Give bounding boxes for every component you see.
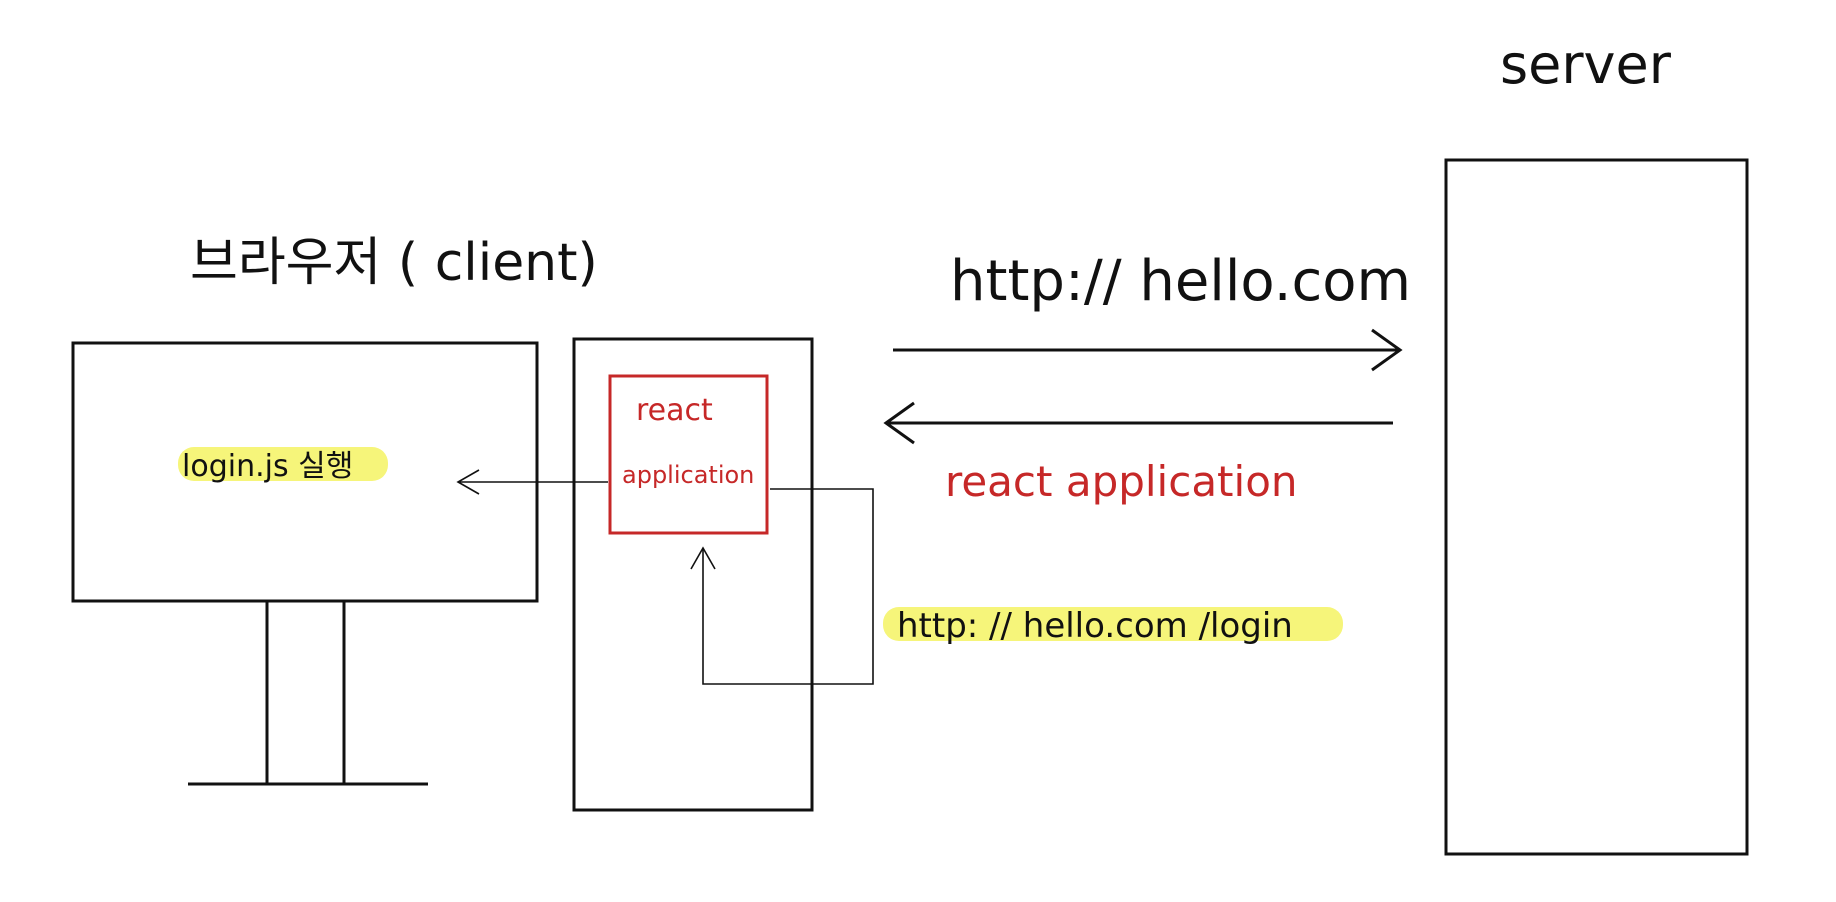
browser-box bbox=[572, 337, 814, 812]
client-title: 브라우저 ( client) bbox=[190, 233, 598, 293]
react-app-box-line2: application bbox=[622, 461, 754, 489]
server-box bbox=[1444, 158, 1749, 856]
route-url-highlight bbox=[883, 607, 1343, 641]
monitor-text: login.js 실행 bbox=[182, 449, 353, 484]
react-app-box bbox=[608, 374, 769, 535]
route-loop-path bbox=[690, 488, 874, 685]
react-app-box-line1: react bbox=[636, 393, 713, 428]
route-url: http: // hello.com /login bbox=[897, 606, 1293, 646]
monitor-text-highlight bbox=[178, 447, 388, 481]
request-url: http:// hello.com bbox=[950, 249, 1411, 314]
server-title: server bbox=[1500, 33, 1672, 96]
monitor-screen bbox=[71, 341, 539, 603]
response-label: react application bbox=[945, 457, 1298, 506]
